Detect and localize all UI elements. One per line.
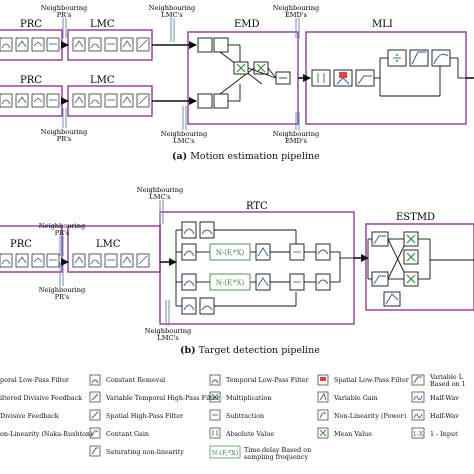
- lmc-title-bottom: LMC: [96, 239, 121, 250]
- emd-mult-icons: [236, 63, 287, 79]
- neighbour-connectors-top: [62, 18, 300, 130]
- nfx-label-1: N-(F,*X): [216, 249, 245, 257]
- emd-internals: [197, 37, 291, 109]
- rtc-icon-marks: [183, 228, 329, 311]
- legend-text-21: Half-Wav: [430, 412, 459, 420]
- nfx-boxes: [209, 243, 251, 291]
- caption-b-text: Target detection pipeline: [198, 345, 320, 356]
- legend-text-18: 1 - Input: [430, 430, 458, 438]
- estmd-mult-marks: [406, 234, 416, 284]
- legend-text-8: Saturating non-linearity: [106, 448, 184, 456]
- emd-title: EMD: [234, 19, 260, 30]
- legend-text-1: iltered Divisive Feedback: [0, 394, 83, 402]
- rtc-internals: [175, 221, 354, 315]
- prc-lmc-icons-bottom: [0, 253, 150, 268]
- mli-icon-marks: [317, 51, 449, 85]
- legend-text-14: Spatial Low-Pass Filter: [334, 376, 409, 384]
- legend-text-13b: Time delay Based on sampling frequency: [244, 446, 312, 461]
- lmc-title-top-1: LMC: [90, 19, 115, 30]
- legend-nfx-label: N-(F,*X): [212, 449, 239, 457]
- legend-text-4: Constant Removal: [106, 376, 166, 384]
- legend-text-11: Subtraction: [226, 412, 265, 420]
- legend-text-20: Half-Wav: [430, 394, 459, 402]
- nfx-label-2: N-(F,*X): [216, 279, 245, 287]
- mli-title: MLI: [372, 19, 393, 30]
- estmd-block: [365, 223, 474, 311]
- prc-lmc-icon-curves-bottom: [1, 255, 148, 265]
- caption-a-text: Motion estimation pipeline: [190, 151, 320, 162]
- estmd-title: ESTMD: [396, 212, 435, 223]
- caption-b: (b) Target detection pipeline: [180, 345, 320, 356]
- lmc-title-top-2: LMC: [90, 75, 115, 86]
- mli-internals: [311, 49, 466, 97]
- neighbour-connectors-bottom: [59, 200, 170, 326]
- prc-lmc-icon-curves-top: [1, 39, 148, 105]
- legend-text-12: Absolute Value: [226, 430, 275, 438]
- legend-icon-marks: [91, 376, 423, 455]
- flow-arrows-bottom: [61, 254, 369, 266]
- legend-text-19: Variable L: [430, 373, 463, 381]
- legend-text-6: Spatial High-Pass Filter: [106, 412, 184, 420]
- estmd-internals: [367, 231, 474, 307]
- legend-text-17: Mean Value: [334, 430, 373, 438]
- legend-text-19b: Based on 1: [430, 380, 466, 388]
- legend-text-15: Variable Gain: [334, 394, 378, 402]
- legend-text-9: Temporal Low-Pass Filter: [226, 376, 309, 384]
- legend-text-2: Divisive Feedback: [0, 412, 59, 420]
- estmd-icon-curves: [373, 235, 399, 305]
- prc-block-bottom: [0, 225, 63, 273]
- prc-lmc-icons-top: [0, 37, 150, 108]
- caption-a: (a) Motion estimation pipeline: [172, 151, 320, 162]
- flow-arrows-top: [61, 41, 474, 105]
- legend-text-0: poral Low-Pass Filter: [0, 376, 69, 384]
- prc-title-top-2: PRC: [20, 75, 42, 86]
- rtc-title: RTC: [246, 201, 268, 212]
- legend-text-5: Variable Temporal High-Pass Filter: [106, 394, 220, 402]
- legend-text-16: Non-Linearity (Power): [334, 412, 407, 420]
- caption-b-tag: (b): [180, 345, 196, 356]
- rtc-block: [159, 211, 355, 325]
- caption-a-tag: (a): [172, 151, 188, 162]
- legend-text-7: Contant Gain: [106, 430, 150, 438]
- prc-title-top-1: PRC: [20, 19, 42, 30]
- legend-inv-label: 1-X: [413, 430, 424, 438]
- prc-title-bottom: PRC: [10, 239, 32, 250]
- legend-text-3: on-Linearity (Naka-Rushton): [0, 430, 93, 438]
- legend-text-10: Multiplication: [226, 394, 272, 402]
